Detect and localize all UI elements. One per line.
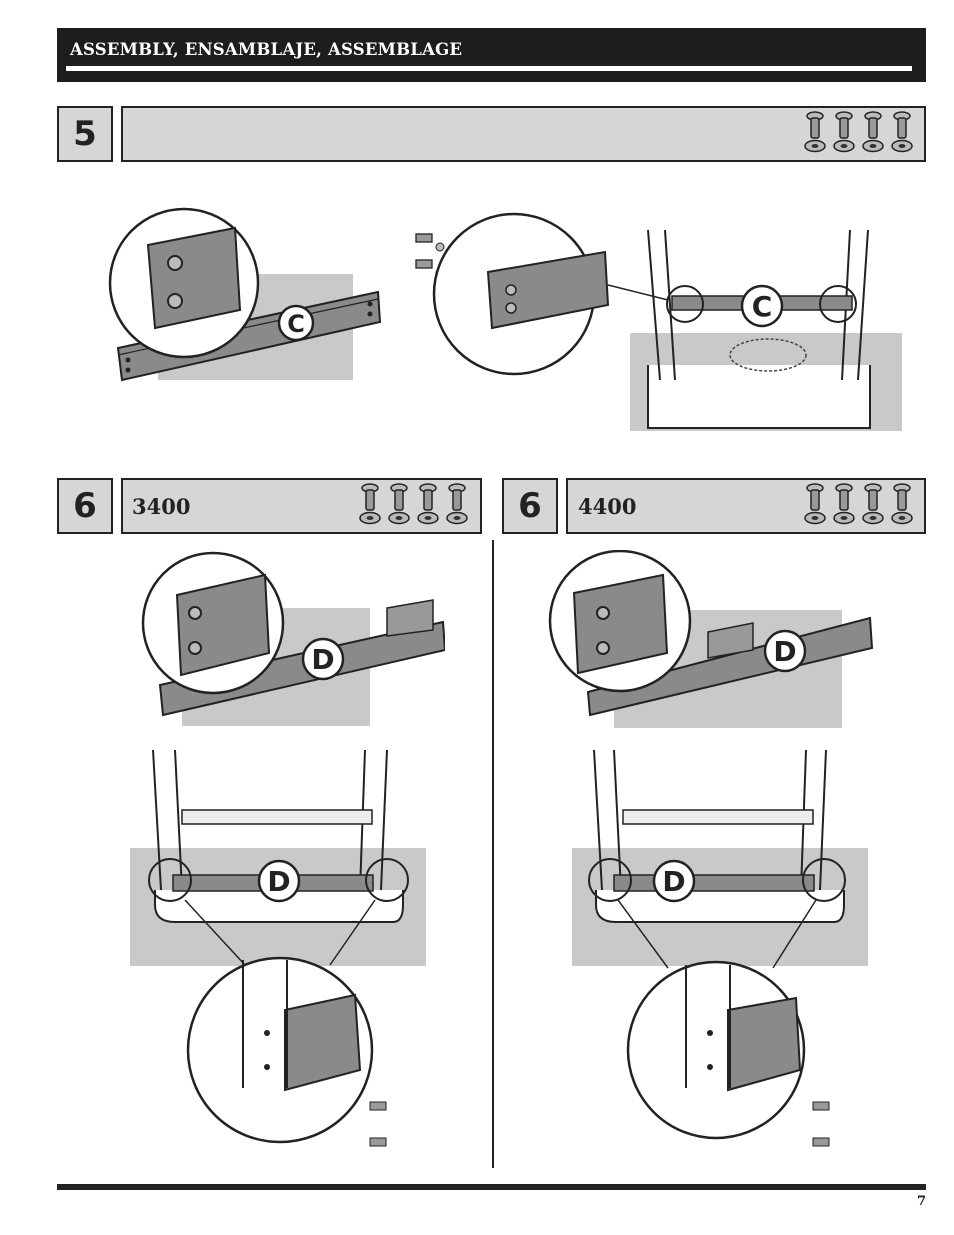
step-6-4400-illustration: D D [548, 550, 874, 1147]
callout-c-circle [277, 304, 315, 342]
screw-icon [806, 111, 824, 139]
column-divider [492, 540, 494, 1168]
model-label-4400: 4400 [578, 494, 637, 519]
callout-c-label: C [287, 310, 305, 338]
step-5-bar [121, 106, 926, 162]
step-5-hardware [804, 111, 913, 153]
step-6-3400-illustration: D D [130, 551, 445, 1147]
callout-d-label-3: D [773, 635, 796, 668]
callout-c-label-2: C [752, 290, 773, 323]
callout-c-circle-2 [740, 284, 784, 328]
header-rule [66, 66, 912, 71]
step-6-4400-hardware [804, 483, 913, 525]
screw-icon [415, 233, 433, 269]
section-title: ASSEMBLY, ENSAMBLAJE, ASSEMBLAGE [70, 40, 463, 59]
screw-icon [812, 1101, 830, 1147]
step-6-3400-hardware [359, 483, 468, 525]
section-header [57, 28, 926, 82]
step-6-4400-number: 6 [502, 478, 558, 534]
cart-base [647, 365, 871, 429]
footer-rule [57, 1184, 926, 1190]
callout-d-label-2: D [267, 865, 290, 898]
step-5-number: 5 [57, 106, 113, 162]
step-6-3400-number: 6 [57, 478, 113, 534]
model-label-3400: 3400 [132, 494, 191, 519]
washer-icon [804, 139, 826, 153]
callout-d-label: D [311, 643, 334, 676]
installed-rail-d [613, 874, 815, 892]
step-5-illustration: C C [108, 207, 902, 431]
page-number: 7 [916, 1194, 926, 1209]
screw-icon [369, 1101, 387, 1147]
rail-detail [146, 226, 242, 330]
callout-d-label-4: D [662, 865, 685, 898]
